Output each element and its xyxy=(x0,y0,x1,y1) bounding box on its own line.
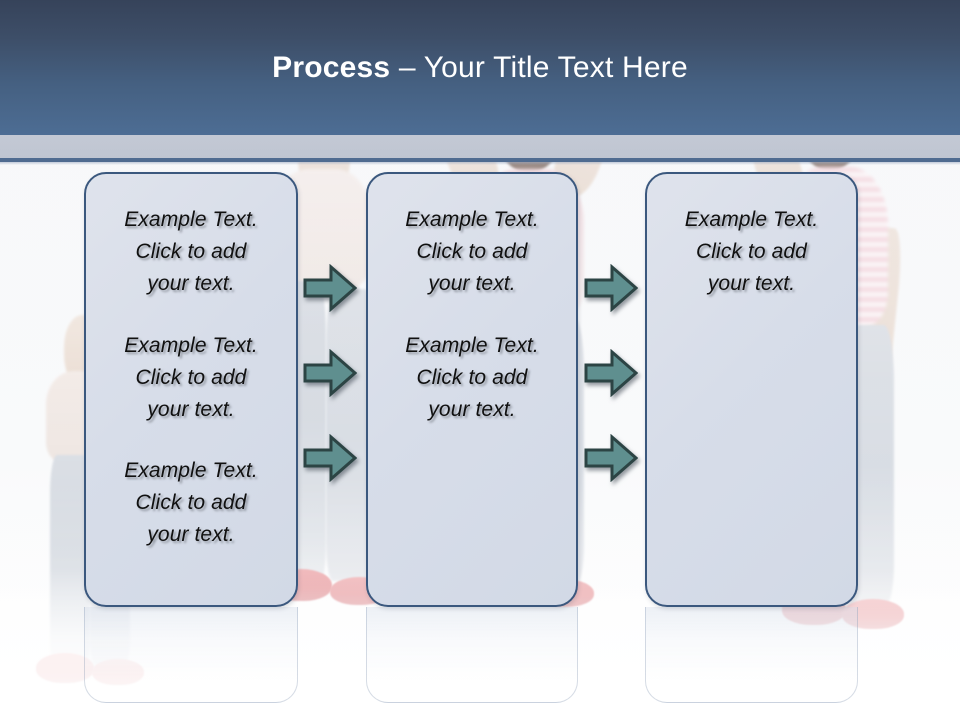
header-rule xyxy=(0,158,960,162)
text-line: Click to add xyxy=(135,491,247,515)
process-box-1-paragraph-3[interactable]: Example Text. Click to add your text. xyxy=(98,455,284,551)
process-box-1-content: Example Text. Click to add your text. Ex… xyxy=(98,204,284,551)
process-box-1[interactable]: Example Text. Click to add your text. Ex… xyxy=(84,172,298,607)
header-rule-fade xyxy=(0,162,960,165)
box-reflection-3 xyxy=(645,607,858,703)
text-line: your text. xyxy=(147,271,235,295)
text-line: your text. xyxy=(147,397,235,421)
page-title-rest: – Your Title Text Here xyxy=(390,51,688,84)
right-arrow-icon-1-1[interactable] xyxy=(303,264,357,312)
process-box-2-paragraph-1[interactable]: Example Text. Click to add your text. xyxy=(380,204,564,300)
text-line: Click to add xyxy=(135,365,247,389)
process-box-3-content: Example Text. Click to add your text. xyxy=(659,204,844,300)
text-line: Click to add xyxy=(416,365,528,389)
right-arrow-icon-2-2[interactable] xyxy=(584,349,638,397)
page-title: Process – Your Title Text Here xyxy=(0,51,960,85)
text-line: Example Text. xyxy=(405,333,539,357)
right-arrow-icon-1-3[interactable] xyxy=(303,434,357,482)
slide-header-band: Process – Your Title Text Here xyxy=(0,0,960,135)
header-sub-band xyxy=(0,135,960,158)
text-line: Click to add xyxy=(416,239,528,263)
text-line: Example Text. xyxy=(124,208,258,231)
process-box-3[interactable]: Example Text. Click to add your text. xyxy=(645,172,858,607)
right-arrow-icon-2-3[interactable] xyxy=(584,434,638,482)
text-line: your text. xyxy=(428,271,516,295)
text-line: your text. xyxy=(428,397,516,421)
process-box-2-paragraph-2[interactable]: Example Text. Click to add your text. xyxy=(380,330,564,426)
process-box-1-paragraph-1[interactable]: Example Text. Click to add your text. xyxy=(98,204,284,300)
box-reflection-1 xyxy=(84,607,298,703)
process-box-3-paragraph-1[interactable]: Example Text. Click to add your text. xyxy=(659,204,844,300)
text-line: Example Text. xyxy=(684,208,819,231)
text-line: Click to add xyxy=(696,239,807,263)
text-line: your text. xyxy=(707,271,796,295)
process-box-1-paragraph-2[interactable]: Example Text. Click to add your text. xyxy=(98,330,284,426)
process-box-2[interactable]: Example Text. Click to add your text. Ex… xyxy=(366,172,578,607)
process-box-2-content: Example Text. Click to add your text. Ex… xyxy=(380,204,564,425)
text-line: Example Text. xyxy=(124,333,258,357)
box-reflection-2 xyxy=(366,607,578,703)
text-line: your text. xyxy=(147,523,235,547)
page-title-strong: Process xyxy=(272,51,391,84)
right-arrow-icon-2-1[interactable] xyxy=(584,264,638,312)
text-line: Example Text. xyxy=(124,459,258,483)
text-line: Example Text. xyxy=(405,208,539,231)
right-arrow-icon-1-2[interactable] xyxy=(303,349,357,397)
text-line: Click to add xyxy=(135,239,247,263)
